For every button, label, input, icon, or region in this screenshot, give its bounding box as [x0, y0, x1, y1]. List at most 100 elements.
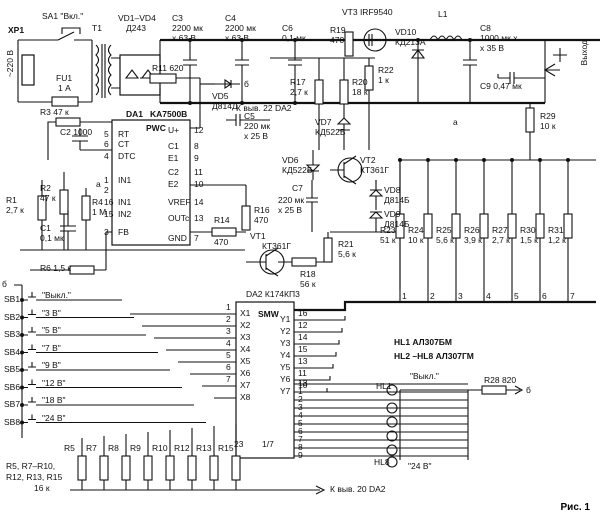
da2-x-num-1: 2: [226, 314, 231, 324]
c8-voltage: x 35 В: [480, 43, 505, 53]
da2-title: DA2 К174КП3: [246, 289, 300, 299]
r12-resistor: [187, 455, 197, 481]
control-section: [20, 57, 535, 277]
r10-label: R10: [152, 443, 168, 453]
da2-out-num-4: 4: [298, 410, 303, 420]
r21-resistor: [323, 237, 333, 263]
vd10-diode: [410, 40, 426, 103]
da2-y-num-5: 11: [298, 368, 307, 378]
da2-out-num-9: 9: [298, 450, 303, 460]
r2-value: 47 к: [40, 193, 56, 203]
da2-x-num-0: 1: [226, 302, 231, 312]
da2-y6: Y6: [280, 374, 291, 384]
da2-x1: X1: [240, 308, 251, 318]
r14-resistor: [211, 227, 237, 237]
da1-pin-name-1: IN1: [118, 175, 132, 185]
led-1: [386, 384, 398, 396]
r26-resistor: [479, 213, 489, 239]
sb5-label: SB5: [4, 364, 21, 374]
r30-value: 1,5 к: [520, 235, 538, 245]
r24-value: 10 к: [408, 235, 424, 245]
da1-pin-1: 1: [104, 175, 109, 185]
sa1-label: SA1 "Вкл.": [42, 11, 84, 21]
res-note-1: R5, R7–R10,: [6, 461, 56, 471]
r28-resistor: [481, 385, 507, 395]
da1-pin-8: 8: [194, 141, 199, 151]
divider-tap-3: 3: [458, 291, 463, 301]
sb8-text: "24 В": [42, 412, 66, 423]
sb5-switch: [22, 362, 170, 371]
da2-y-wire-5: [294, 364, 334, 369]
sb1-switch: [22, 292, 122, 301]
sb8-node: [20, 420, 24, 425]
da1-pin-3: 3: [104, 227, 109, 237]
a-marker: а: [96, 179, 101, 189]
da1-pin-name-5: RT: [118, 129, 130, 139]
r24-label: R24: [408, 225, 424, 235]
da2-x-num-3: 4: [226, 338, 231, 348]
sb7-node: [20, 403, 24, 407]
r2-label: R2: [40, 183, 51, 193]
r23-resistor: [395, 213, 405, 239]
bus-to-divider: [294, 300, 596, 312]
r18-value: 56 к: [300, 279, 316, 289]
vt3-mosfet: [363, 28, 387, 52]
r9-label: R9: [130, 443, 141, 453]
sb7-text: "18 В": [42, 395, 66, 405]
sb7-label: SB7: [4, 399, 21, 409]
da1-pin-13: 13: [194, 213, 204, 223]
sb6-node: [20, 385, 24, 390]
c7-voltage: x 25 В: [278, 205, 303, 215]
hl1-label: HL1: [376, 381, 392, 391]
vd5-label: VD5: [212, 91, 229, 101]
r7-resistor: [99, 455, 109, 481]
vd10-label: VD10: [395, 27, 417, 37]
da2-x4: X4: [240, 344, 251, 354]
da2-y-num-6: 10: [298, 380, 308, 390]
r20-label: R20: [352, 77, 368, 87]
r13-label: R13: [196, 443, 212, 453]
c5-value: 220 мк: [244, 121, 271, 131]
l1-inductor: [429, 35, 463, 42]
hl2-8-type: HL2 –HL8 АЛ307ГМ: [394, 351, 474, 361]
da2-x6: X6: [240, 368, 251, 378]
sb3-label: SB3: [4, 329, 21, 339]
divider-node-6: [538, 158, 542, 162]
vt1-label: VT1: [250, 231, 266, 241]
da1-pin-name-9: E1: [168, 153, 179, 163]
vd5-six: б: [244, 79, 249, 89]
r16-label: R16: [254, 205, 270, 215]
divider-tap-5: 5: [514, 291, 519, 301]
da2-y5: Y5: [280, 362, 291, 372]
c7-label: C7: [292, 183, 303, 193]
voltage-divider: [395, 158, 596, 302]
r23-label: R23: [380, 225, 396, 235]
c5-voltage: x 25 В: [244, 131, 269, 141]
da1-pin-11: 11: [194, 167, 203, 177]
vd5-type: Д814Д: [212, 101, 238, 111]
vd5-zener: [215, 78, 240, 90]
fu1-label: FU1: [56, 73, 73, 83]
da1-pin-name-10: E2: [168, 179, 179, 189]
r12-label: R12: [174, 443, 190, 453]
sb2-node: [20, 315, 24, 320]
c6-capacitor: [288, 40, 302, 103]
hl8-label: HL8: [374, 457, 390, 467]
divider-tap-2: 2: [430, 291, 435, 301]
da1-pin-name-6: CT: [118, 139, 130, 149]
vd7-label: VD7: [315, 117, 332, 127]
vd9-label: VD9: [384, 209, 401, 219]
r8-label: R8: [108, 443, 119, 453]
r26-label: R26: [464, 225, 480, 235]
da1-pin-name-7: GND: [168, 233, 187, 243]
da2-x-num-5: 6: [226, 362, 231, 372]
r17-value: 2,7 к: [290, 87, 308, 97]
da2-y2: Y2: [280, 326, 291, 336]
sb4-switch: [22, 344, 158, 354]
da2-y-wire-4: [294, 352, 337, 357]
r19-label: R19: [330, 25, 346, 35]
sb4-label: SB4: [4, 346, 21, 357]
sb1-label: SB1: [4, 294, 21, 304]
fu1-rating: 1 А: [58, 83, 71, 93]
